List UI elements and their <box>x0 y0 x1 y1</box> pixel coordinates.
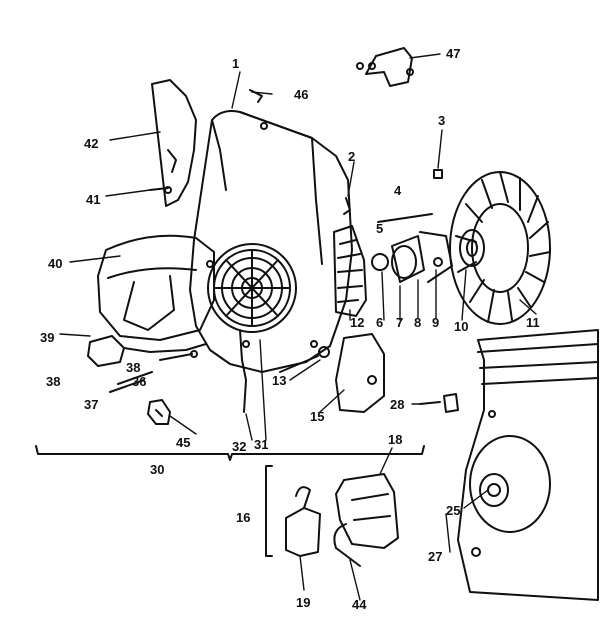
callout-4: 4 <box>394 183 402 198</box>
callout-46: 46 <box>294 87 309 102</box>
blower-housing-part <box>189 110 353 373</box>
callout-10: 10 <box>454 319 469 334</box>
callout-12: 12 <box>350 315 365 330</box>
callout-2: 2 <box>348 149 356 164</box>
callout-18: 18 <box>388 432 403 447</box>
callout-44: 44 <box>352 597 367 612</box>
callout-8: 8 <box>414 315 422 330</box>
callout-41: 41 <box>86 192 101 207</box>
callout-25: 25 <box>446 503 461 518</box>
callout-38-lower: 38 <box>46 374 61 389</box>
callout-40: 40 <box>48 256 63 271</box>
callout-11: 11 <box>526 315 540 330</box>
ignition-coil-part <box>285 486 321 557</box>
starter-cover-part <box>97 234 215 341</box>
callout-45: 45 <box>176 435 191 450</box>
callout-1: 1 <box>232 56 240 71</box>
bracket-part <box>356 47 414 87</box>
engine-block-part <box>457 329 599 601</box>
callout-38-upper: 38 <box>126 360 141 375</box>
callout-42: 42 <box>84 136 99 151</box>
rope-handle-part <box>87 335 207 367</box>
starter-cup-assembly <box>371 213 453 283</box>
armature-part <box>333 473 399 567</box>
callout-31: 31 <box>254 437 269 452</box>
callout-7: 7 <box>396 315 404 330</box>
callout-15: 15 <box>310 409 325 424</box>
callout-9: 9 <box>432 315 440 330</box>
flywheel-part <box>449 171 551 325</box>
callout-32: 32 <box>232 439 247 454</box>
callout-47: 47 <box>446 46 461 61</box>
group-brackets <box>35 445 425 557</box>
callout-19: 19 <box>296 595 311 610</box>
callout-39: 39 <box>40 330 55 345</box>
bolt-part <box>419 393 459 413</box>
callout-28: 28 <box>390 397 405 412</box>
callout-3: 3 <box>438 113 446 128</box>
mounting-screws <box>109 350 198 393</box>
housing-screw-part <box>279 346 330 373</box>
clip-part <box>147 399 171 425</box>
callout-36: 36 <box>132 374 147 389</box>
callout-6: 6 <box>376 315 384 330</box>
callout-30: 30 <box>150 462 165 477</box>
callout-37: 37 <box>84 397 99 412</box>
cover-plate-part <box>335 333 385 413</box>
callout-16: 16 <box>236 510 251 525</box>
callout-13: 13 <box>272 373 287 388</box>
rotating-screen-part <box>333 225 367 317</box>
callout-5: 5 <box>376 221 384 236</box>
baffle-plate-part <box>151 79 197 207</box>
leader-lines <box>59 53 537 601</box>
callout-27: 27 <box>428 549 443 564</box>
